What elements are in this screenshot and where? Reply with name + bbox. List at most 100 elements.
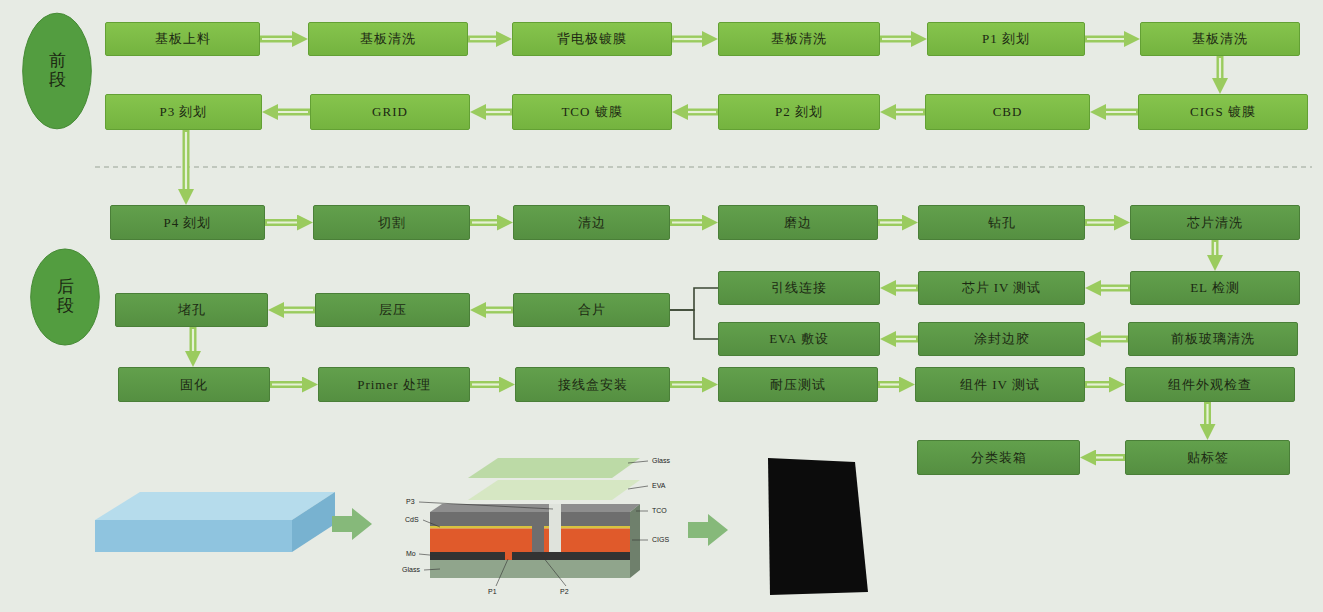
- arrow-core: [272, 383, 305, 385]
- p3-groove: [549, 504, 561, 552]
- mo-layer: [430, 552, 630, 560]
- process-box: EVA 敷设: [718, 322, 880, 356]
- arrow-body: [1085, 36, 1131, 43]
- step-label: 清边: [578, 214, 606, 232]
- flow-arrow: [470, 222, 513, 223]
- flow-arrow: [270, 384, 318, 385]
- stage-label: 前段: [49, 52, 66, 89]
- arrow-body: [1094, 285, 1130, 292]
- arrow-body: [1085, 381, 1116, 388]
- arrow-body: [1094, 336, 1128, 343]
- step-arrow: [688, 514, 728, 546]
- arrow-head: [268, 310, 315, 311]
- arrow-body: [1204, 402, 1211, 431]
- arrow-body: [681, 109, 718, 116]
- flow-arrow: [265, 222, 313, 223]
- step-label: TCO 镀膜: [561, 103, 622, 121]
- arrow-body: [878, 381, 906, 388]
- flow-arrow: [880, 288, 918, 289]
- step-label: P2 刻划: [775, 103, 823, 121]
- arrow-core: [1087, 38, 1127, 40]
- leader-line: [424, 569, 440, 570]
- arrow-core: [1219, 58, 1221, 81]
- process-box: 切割: [313, 205, 470, 240]
- arrow-head: [270, 384, 318, 385]
- part-label: P3: [406, 498, 415, 505]
- process-box: CBD: [925, 94, 1090, 130]
- part-label: Glass: [402, 566, 420, 573]
- leader-line: [423, 520, 440, 527]
- flow-arrow: [260, 39, 308, 40]
- process-box: 层压: [315, 293, 470, 327]
- arrow-head: [265, 222, 313, 223]
- step-label: 引线连接: [771, 279, 827, 297]
- flow-arrow: [878, 222, 918, 223]
- arrow-head: [186, 130, 187, 205]
- step-label: 前板玻璃清洗: [1171, 330, 1255, 348]
- arrow-core: [1093, 456, 1123, 458]
- process-box: P1 刻划: [927, 22, 1085, 56]
- arrow-head: [672, 39, 718, 40]
- arrow-head: [1085, 339, 1128, 340]
- part-label: CIGS: [652, 536, 669, 543]
- process-box: 磨边: [718, 205, 878, 240]
- process-box: 耐压测试: [718, 367, 878, 402]
- cds-layer: [430, 526, 630, 529]
- step-label: EL 检测: [1190, 279, 1240, 297]
- step-label: 贴标签: [1187, 449, 1229, 467]
- leader-line: [632, 540, 648, 541]
- process-box: P3 刻划: [105, 94, 262, 130]
- process-box: CIGS 镀膜: [1138, 94, 1308, 130]
- arrow-head: [1080, 457, 1125, 458]
- arrow-core: [672, 383, 705, 385]
- arrow-body: [1089, 454, 1125, 461]
- flow-arrow: [880, 112, 925, 113]
- step-label: 固化: [180, 376, 208, 394]
- oval-shape: [23, 13, 92, 129]
- step-label: 堵孔: [178, 301, 206, 319]
- arrow-core: [685, 111, 716, 113]
- arrow-head: [670, 384, 718, 385]
- arrow-head: [1085, 39, 1140, 40]
- flow-arrow: [672, 112, 718, 113]
- substrate-front: [95, 520, 292, 552]
- flow-arrow: [1207, 402, 1208, 440]
- step-label: 基板清洗: [360, 30, 416, 48]
- arrow-core: [1214, 242, 1216, 258]
- flow-arrow: [672, 39, 718, 40]
- arrow-body: [277, 307, 315, 314]
- arrow-head: [670, 222, 718, 223]
- flow-arrow: [470, 112, 512, 113]
- stage-oval: 前段: [22, 12, 92, 130]
- step-label: 基板清洗: [771, 30, 827, 48]
- leader-line: [628, 486, 648, 489]
- step-label: 合片: [578, 301, 606, 319]
- process-box: P2 刻划: [718, 94, 880, 130]
- arrow-body: [265, 219, 304, 226]
- arrow-body: [470, 381, 506, 388]
- flow-arrow: [186, 130, 187, 205]
- part-label: P2: [560, 588, 569, 595]
- arrow-body: [190, 327, 197, 358]
- arrow-core: [1098, 338, 1126, 340]
- process-box: 芯片清洗: [1130, 205, 1300, 240]
- arrow-body: [1099, 109, 1138, 116]
- step-arrow: [332, 508, 372, 540]
- arrow-head: [880, 39, 927, 40]
- flow-arrow: [1085, 339, 1128, 340]
- arrow-body: [889, 336, 918, 343]
- process-box: 组件外观检查: [1125, 367, 1295, 402]
- step-label: 耐压测试: [770, 376, 826, 394]
- process-box: 基板清洗: [308, 22, 468, 56]
- arrow-core: [893, 111, 923, 113]
- arrow-body: [479, 307, 513, 314]
- arrow-body: [1217, 56, 1224, 85]
- step-label: 组件外观检查: [1168, 376, 1252, 394]
- flow-arrow: [1085, 39, 1140, 40]
- process-box: 合片: [513, 293, 670, 327]
- process-box: 基板上料: [105, 22, 260, 56]
- arrow-body: [479, 109, 512, 116]
- bracket-line: [670, 310, 718, 339]
- flow-arrow: [1085, 288, 1130, 289]
- process-box: TCO 镀膜: [512, 94, 672, 130]
